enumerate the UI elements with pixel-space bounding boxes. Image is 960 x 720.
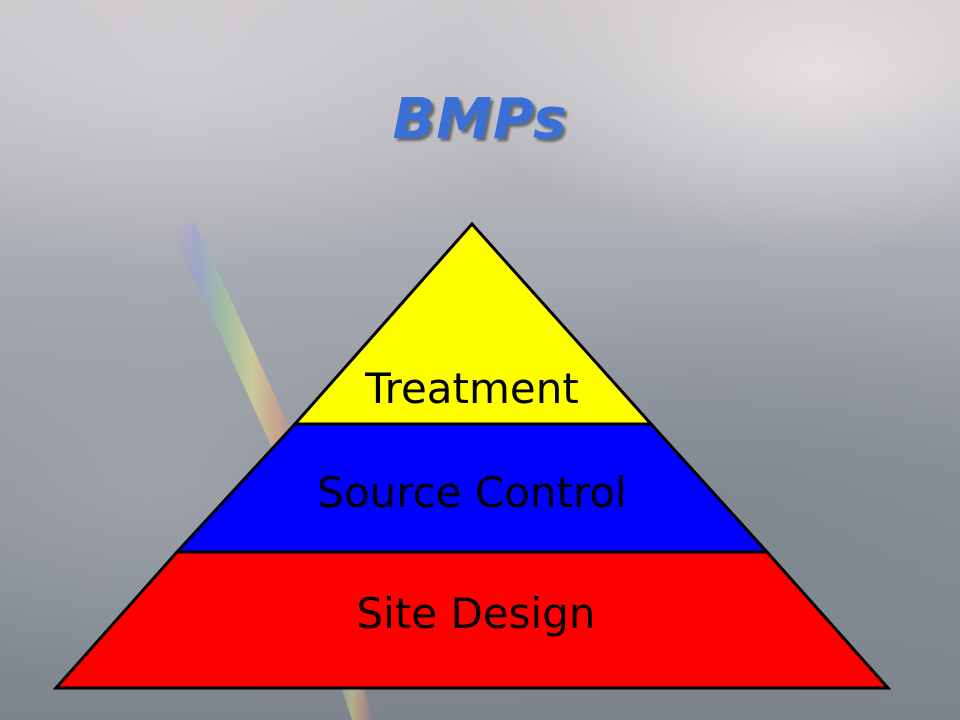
treatment-label: Treatment bbox=[364, 364, 579, 413]
slide-title: BMPs bbox=[392, 87, 568, 152]
site-design-label: Site Design bbox=[357, 589, 596, 638]
treatment-tier bbox=[291, 221, 655, 426]
source-control-label: Source Control bbox=[317, 468, 626, 517]
